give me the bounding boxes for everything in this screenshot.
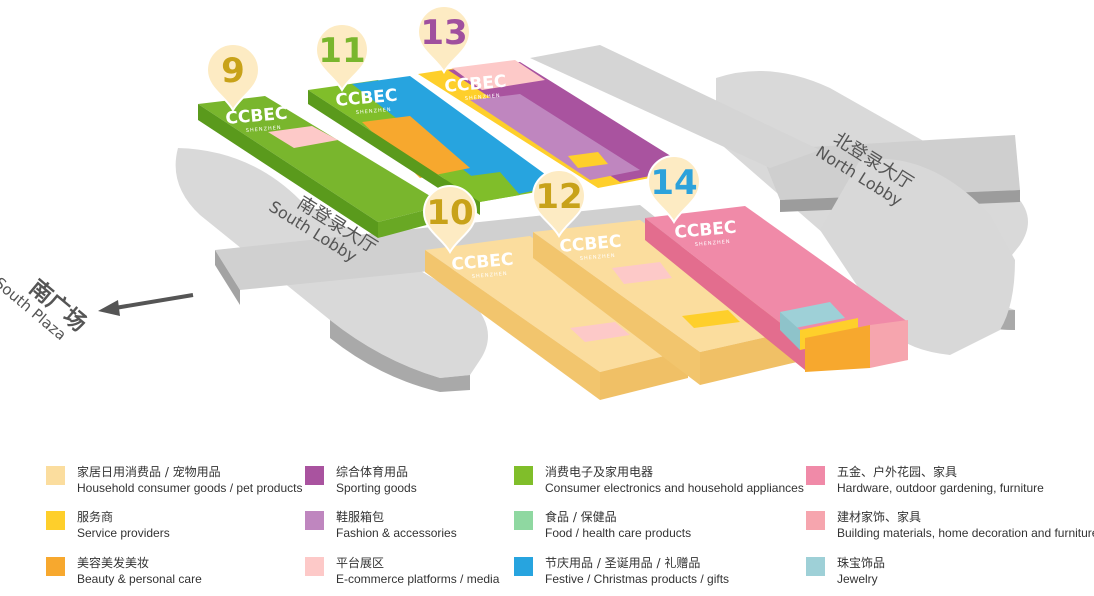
legend-swatch [305,557,324,576]
legend-item: 家居日用消费品 / 宠物用品 Household consumer goods /… [46,464,302,496]
hall-13-pin[interactable]: 13 [416,5,472,75]
legend-label-en: Fashion & accessories [336,526,457,540]
hall-14[interactable]: CCBEC SHENZHEN [645,206,908,372]
legend-label-cn: 珠宝饰品 [837,556,886,570]
south-plaza-label: 南广场 South Plaza [0,274,91,344]
hall-9[interactable]: CCBEC SHENZHEN [198,96,445,238]
legend-label-en: Sporting goods [336,481,417,495]
legend-label-cn: 综合体育用品 [336,465,409,479]
legend-swatch [305,511,324,530]
legend-label-en: Consumer electronics and household appli… [545,481,804,495]
legend-item: 鞋服箱包 Fashion & accessories [305,509,457,541]
hall-number: 9 [221,51,245,91]
legend-item: 食品 / 保健品 Food / health care products [514,509,691,541]
legend-swatch [514,466,533,485]
hall-number: 11 [318,31,365,71]
legend-item: 综合体育用品 Sporting goods [305,464,417,496]
legend-label-cn: 建材家饰、家具 [837,510,922,524]
legend-item: 建材家饰、家具 Building materials, home decorati… [806,509,1094,541]
legend-swatch [46,557,65,576]
south-plaza-arrow-icon [98,293,194,316]
legend-label-en: Beauty & personal care [77,572,202,586]
legend-label-en: Building materials, home decoration and … [837,526,1094,540]
hall-10-pin[interactable]: 10 [422,185,478,255]
legend-swatch [514,557,533,576]
brand-sub: SHENZHEN [580,253,616,262]
legend-item: 美容美发美妆 Beauty & personal care [46,555,202,587]
hall-number: 12 [535,177,582,217]
legend-label-cn: 消费电子及家用电器 [545,465,654,479]
legend-swatch [806,557,825,576]
legend-label-cn: 食品 / 保健品 [545,510,617,524]
legend-label-cn: 五金、户外花园、家具 [837,465,958,479]
brand-sub: SHENZHEN [465,93,501,102]
legend-label-cn: 家居日用消费品 / 宠物用品 [77,465,221,479]
legend-swatch [46,466,65,485]
legend-item: 平台展区 E-commerce platforms / media [305,555,499,587]
legend-label-cn: 服务商 [77,510,114,524]
hall-number: 13 [420,13,467,53]
legend-label-cn: 美容美发美妆 [77,556,150,570]
legend-swatch [46,511,65,530]
hall-12-pin[interactable]: 12 [531,169,587,239]
hall-11-pin[interactable]: 11 [314,23,370,93]
hall-10[interactable]: CCBEC SHENZHEN [425,236,688,400]
legend-swatch [806,511,825,530]
legend-item: 节庆用品 / 圣诞用品 / 礼赠品 Festive / Christmas pro… [514,555,729,587]
hall-14-pin[interactable]: 14 [646,155,702,225]
legend-label-en: Household consumer goods / pet products [77,481,303,495]
hall-number: 10 [426,193,473,233]
legend-label-en: Festive / Christmas products / gifts [545,572,730,586]
hall-number: 14 [650,163,697,203]
legend-label-cn: 鞋服箱包 [336,510,385,524]
south-lobby-building [175,148,1015,392]
hall-13[interactable]: CCBEC SHENZHEN [418,60,690,188]
legend-label-en: Food / health care products [545,526,692,540]
legend-swatch [806,466,825,485]
legend-label-en: Jewelry [837,572,878,586]
legend-item: 五金、户外花园、家具 Hardware, outdoor gardening, f… [806,464,1044,496]
brand-sub: SHENZHEN [356,107,392,116]
legend-label-en: Service providers [77,526,170,540]
brand-sub: SHENZHEN [246,125,282,134]
legend-swatch [305,466,324,485]
legend-label-cn: 平台展区 [336,556,385,570]
legend-item: 消费电子及家用电器 Consumer electronics and househ… [514,464,804,496]
legend-swatch [514,511,533,530]
legend-label-en: E-commerce platforms / media [336,572,500,586]
legend-label-cn: 节庆用品 / 圣诞用品 / 礼赠品 [545,556,701,570]
floor-map: CCBEC SHENZHEN CCBEC SHENZHEN CCBEC SHEN… [0,5,1028,400]
legend-item: 珠宝饰品 Jewelry [806,555,885,587]
brand-sub: SHENZHEN [695,239,731,248]
legend-label-en: Hardware, outdoor gardening, furniture [837,481,1044,495]
hall-9-pin[interactable]: 9 [205,43,261,113]
legend-item: 服务商 Service providers [46,509,170,541]
brand-sub: SHENZHEN [472,271,508,280]
